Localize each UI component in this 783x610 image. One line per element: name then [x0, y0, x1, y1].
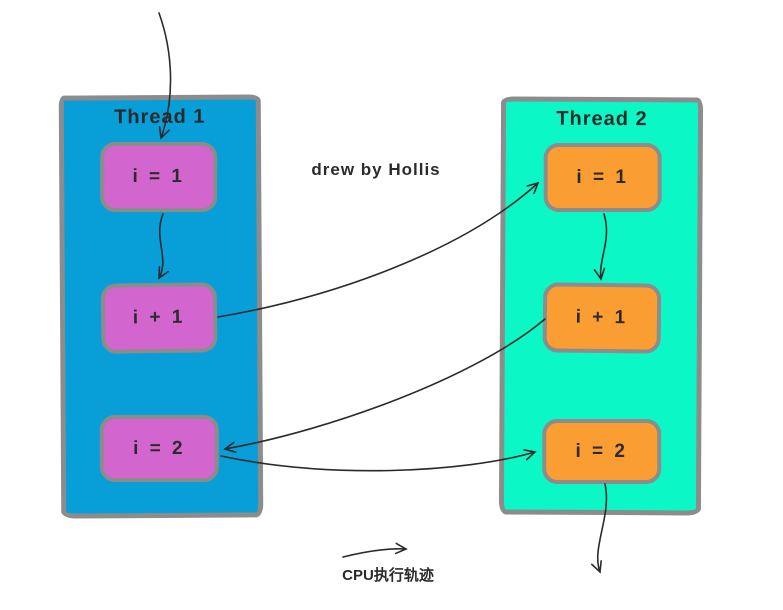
credit-text: drew by Hollis	[311, 160, 441, 179]
arrow-t1-iplus1-to-t2-i1	[217, 181, 540, 318]
thread-2-title: Thread 2	[556, 107, 648, 131]
thread-2-panel: Thread 2 i = 1 i + 1 i = 2	[498, 96, 704, 516]
thread-1-title: Thread 1	[114, 105, 206, 129]
thread-2-box-i-plus-1: i + 1	[542, 282, 662, 354]
arrow-t2-iplus1-to-t1-i2	[223, 318, 546, 453]
thread-1-panel: Thread 1 i = 1 i + 1 i = 2	[58, 94, 264, 519]
thread-1-box-i-eq-1: i = 1	[100, 141, 218, 213]
legend-arrow	[342, 542, 408, 558]
thread-1-box-i-plus-1: i + 1	[100, 282, 218, 354]
thread-2-box-i-eq-2: i = 2	[542, 419, 662, 485]
arrow-t1-i2-to-t2-i2	[220, 449, 537, 472]
legend-label: CPU执行轨迹	[342, 567, 434, 584]
thread-2-box-i-eq-1: i = 1	[543, 143, 662, 213]
thread-1-box-i-eq-2: i = 2	[99, 414, 219, 483]
